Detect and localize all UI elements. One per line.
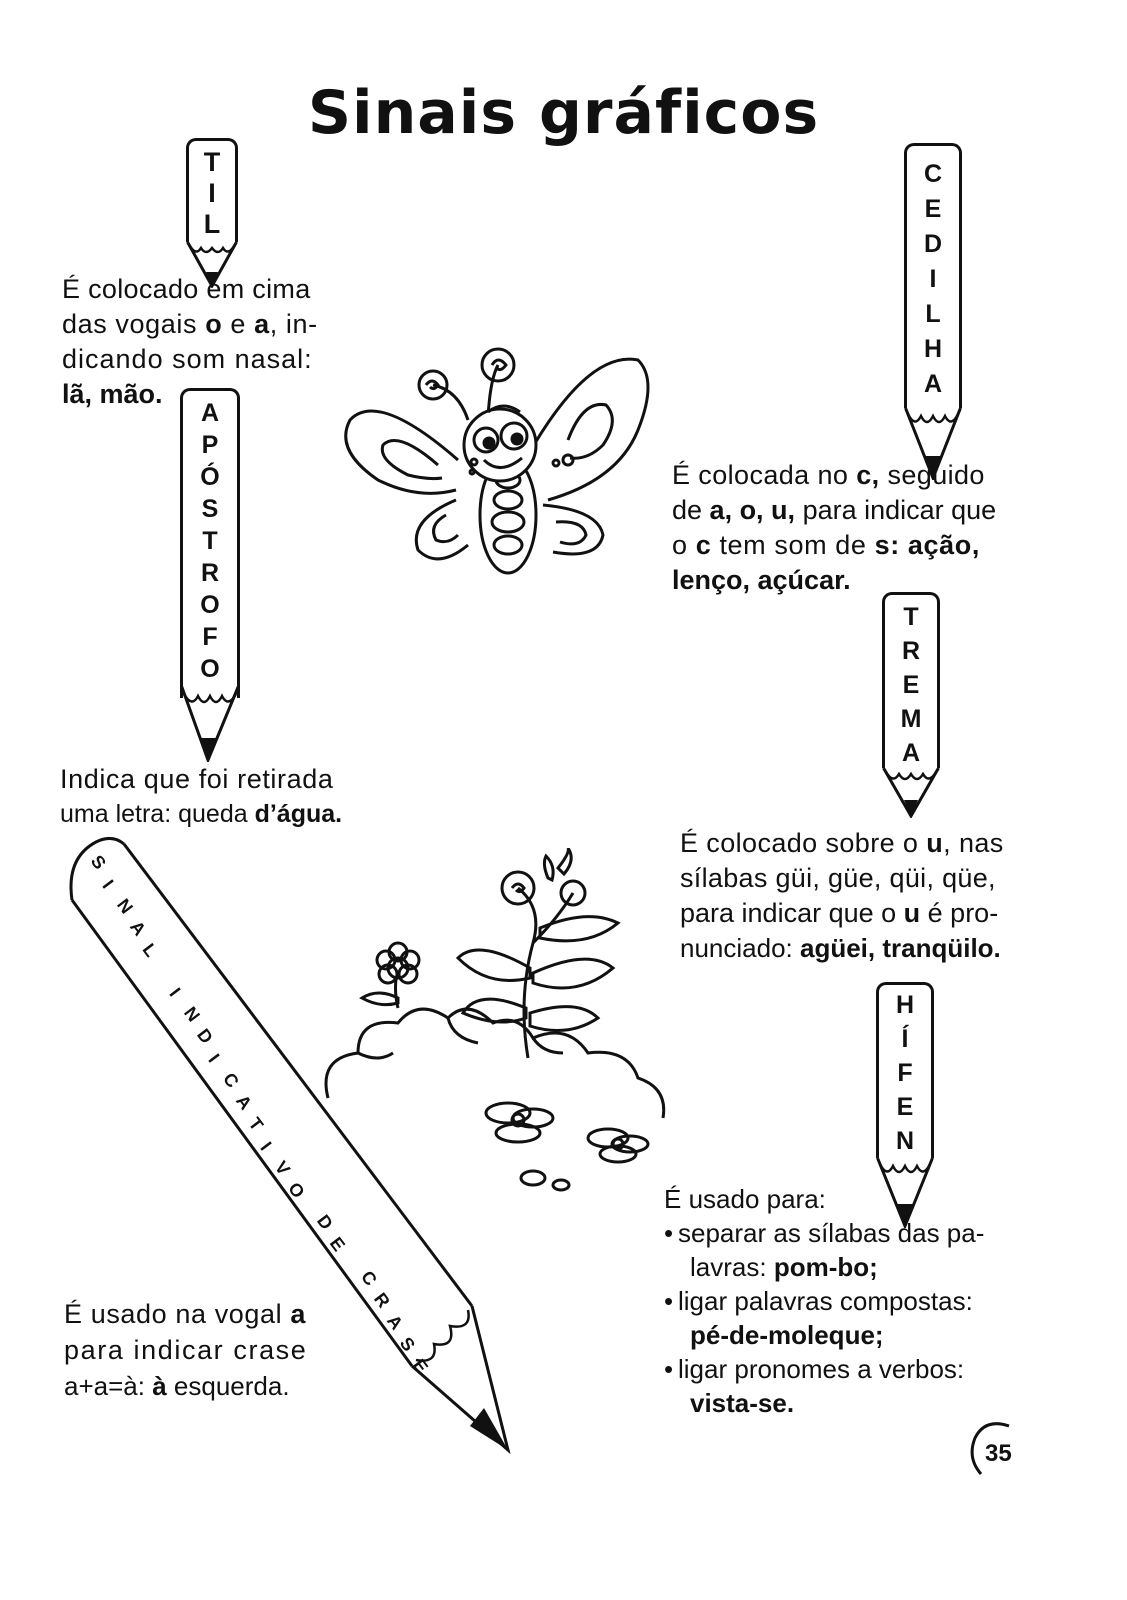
- trema-pencil-tip: [882, 768, 940, 818]
- hifen-pencil-tip: [876, 1158, 934, 1228]
- apostrofo-pencil-body: A P Ó S T R O F O: [180, 388, 240, 698]
- apostrofo-letter: R: [200, 559, 220, 587]
- butterfly-illustration: [344, 347, 650, 575]
- til-pencil-body: T I L: [186, 138, 238, 242]
- hifen-bullet: •ligar pronomes a verbos:: [664, 1354, 965, 1384]
- til-description: É colocado em cima das vogais o e a, in-…: [62, 272, 352, 412]
- page-number: 35: [965, 1418, 1025, 1478]
- cedilha-letter: H: [923, 335, 943, 363]
- bullet-icon: •: [664, 1286, 674, 1316]
- hifen-letter: E: [896, 1093, 914, 1121]
- trema-line: para indicar que o u é pro-: [680, 898, 999, 928]
- crase-line: a+a=à: à esquerda.: [64, 1371, 290, 1401]
- til-line: dicando som nasal:: [62, 344, 313, 374]
- apostrofo-letter: O: [200, 591, 220, 619]
- apostrofo-line: uma letra: queda d’água.: [60, 800, 343, 828]
- cedilha-letter: E: [924, 195, 942, 223]
- cedilha-letter: L: [925, 300, 941, 328]
- til-pencil-tip: [186, 242, 238, 288]
- cedilha-pencil-tip: [904, 408, 962, 480]
- crase-pencil: [69, 836, 511, 1455]
- hifen-letter: N: [895, 1127, 915, 1155]
- hifen-bullet: •ligar palavras compostas:: [664, 1286, 973, 1316]
- trema-letter: T: [903, 603, 919, 631]
- apostrofo-letter: Ó: [200, 463, 220, 491]
- til-letter: L: [203, 209, 221, 239]
- hifen-letter: H: [895, 991, 915, 1019]
- crase-line: para indicar crase: [64, 1335, 308, 1365]
- trema-letter: A: [901, 739, 921, 767]
- apostrofo-letter: S: [201, 495, 219, 523]
- hifen-bullet-cont: vista-se.: [690, 1388, 795, 1418]
- hifen-letter: Í: [901, 1025, 909, 1053]
- apostrofo-letter: A: [200, 399, 220, 427]
- page-title: Sinais gráficos: [307, 78, 820, 148]
- hifen-bullet-cont: pé-de-moleque;: [690, 1320, 884, 1350]
- cedilha-letter: A: [923, 370, 943, 398]
- til-letter: T: [203, 147, 221, 177]
- hifen-bullet-cont: lavras: pom-bo;: [690, 1252, 878, 1282]
- trema-pencil-body: T R E M A: [882, 592, 940, 768]
- trema-letter: R: [901, 637, 921, 665]
- cedilha-line: de a, o, u, para indicar que: [672, 495, 997, 525]
- plant-illustration: [324, 848, 666, 1192]
- apostrofo-letter: O: [200, 655, 220, 683]
- trema-line: sílabas güi, güe, qüi, qüe,: [680, 863, 996, 893]
- page-number-label: 35: [985, 1440, 1012, 1467]
- cedilha-letter: C: [923, 160, 943, 188]
- crase-line: É usado na vogal a: [64, 1299, 306, 1329]
- apostrofo-letter: T: [202, 527, 218, 555]
- hifen-bullet: •separar as sílabas das pa-: [664, 1218, 985, 1248]
- hifen-pencil-body: H Í F E N: [876, 982, 934, 1158]
- hifen-intro: É usado para:: [664, 1184, 826, 1214]
- trema-letter: M: [900, 705, 922, 733]
- apostrofo-description: Indica que foi retirada uma letra: queda…: [60, 762, 380, 832]
- apostrofo-pencil-tip: [180, 686, 240, 762]
- cedilha-pencil-body: C E D I L H A: [904, 143, 962, 408]
- cedilha-line: lenço, açúcar.: [672, 565, 851, 595]
- cedilha-description: É colocada no c, seguido de a, o, u, par…: [672, 458, 1032, 598]
- bullet-icon: •: [664, 1354, 674, 1384]
- trema-line: nunciado: agüei, tranqüilo.: [680, 933, 1001, 963]
- hifen-description: É usado para: •separar as sílabas das pa…: [664, 1182, 1034, 1420]
- til-letter: I: [208, 178, 216, 208]
- page-number-arc: [970, 1422, 1010, 1475]
- cedilha-letter: D: [923, 230, 943, 258]
- apostrofo-line: Indica que foi retirada: [60, 764, 334, 794]
- hifen-letter: F: [897, 1059, 913, 1087]
- til-line: lã, mão.: [62, 379, 163, 409]
- apostrofo-letter: F: [202, 623, 218, 651]
- trema-letter: E: [902, 671, 920, 699]
- trema-description: É colocado sobre o u, nas sílabas güi, g…: [680, 826, 1040, 966]
- apostrofo-letter: P: [201, 431, 219, 459]
- cedilha-letter: I: [929, 265, 937, 293]
- bullet-icon: •: [664, 1218, 674, 1248]
- trema-line: É colocado sobre o u, nas: [680, 828, 1004, 858]
- til-line: das vogais o e a, in-: [62, 309, 318, 339]
- crase-description: É usado na vogal a para indicar crase a+…: [64, 1296, 354, 1404]
- cedilha-line: É colocada no c, seguido: [672, 460, 985, 490]
- cedilha-line: o c tem som de s: ação,: [672, 530, 980, 560]
- til-line: É colocado em cima: [62, 274, 311, 304]
